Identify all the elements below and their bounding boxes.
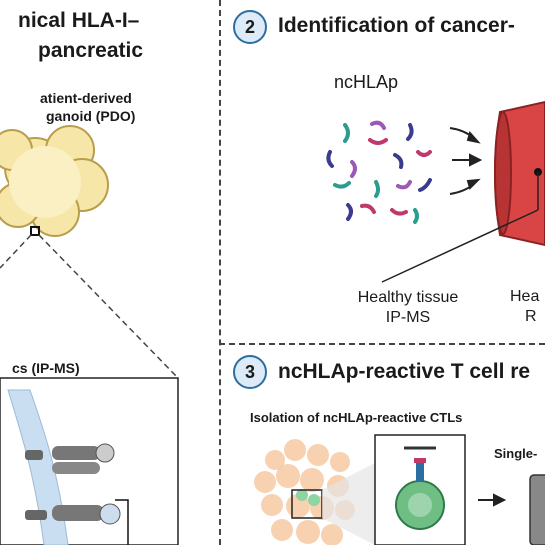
horizontal-divider — [219, 343, 545, 345]
ipms-label: cs (IP-MS) — [12, 360, 80, 376]
hla-molecule-icon — [25, 443, 121, 525]
organoid-icon — [0, 125, 109, 237]
right-label-line2: R — [525, 308, 537, 325]
organoid-label-line2: ganoid (PDO) — [46, 108, 136, 124]
arrow-icon — [478, 493, 507, 507]
healthy-tissue-line2: IP-MS — [385, 309, 431, 326]
arrow-icon — [449, 127, 483, 195]
panel1-title-line2: pancreatic — [38, 39, 144, 62]
panel2-title: Identification of cancer- — [278, 14, 515, 37]
organoid-label-line1: atient-derived — [40, 90, 132, 106]
vertical-divider — [219, 0, 221, 545]
isolation-label: Isolation of ncHLAp-reactive CTLs — [250, 410, 463, 425]
peptide-cluster-icon — [326, 120, 432, 224]
t-cell-icon — [395, 446, 445, 530]
healthy-tissue-label: Healthy tissue IP-MS — [338, 288, 478, 328]
nchlap-label: ncHLAp — [334, 72, 399, 92]
mass-spec-cone-icon — [494, 100, 545, 247]
single-label: Single- — [494, 446, 538, 461]
step-number-badge: 3 — [233, 355, 267, 389]
panel3-title: ncHLAp-reactive T cell re — [278, 360, 531, 383]
right-label-line1: Hea — [510, 288, 540, 305]
step-number-badge: 2 — [233, 10, 267, 44]
healthy-tissue-line1: Healthy tissue — [357, 289, 459, 306]
panel1-title-line1: nical HLA-I– — [18, 9, 140, 32]
